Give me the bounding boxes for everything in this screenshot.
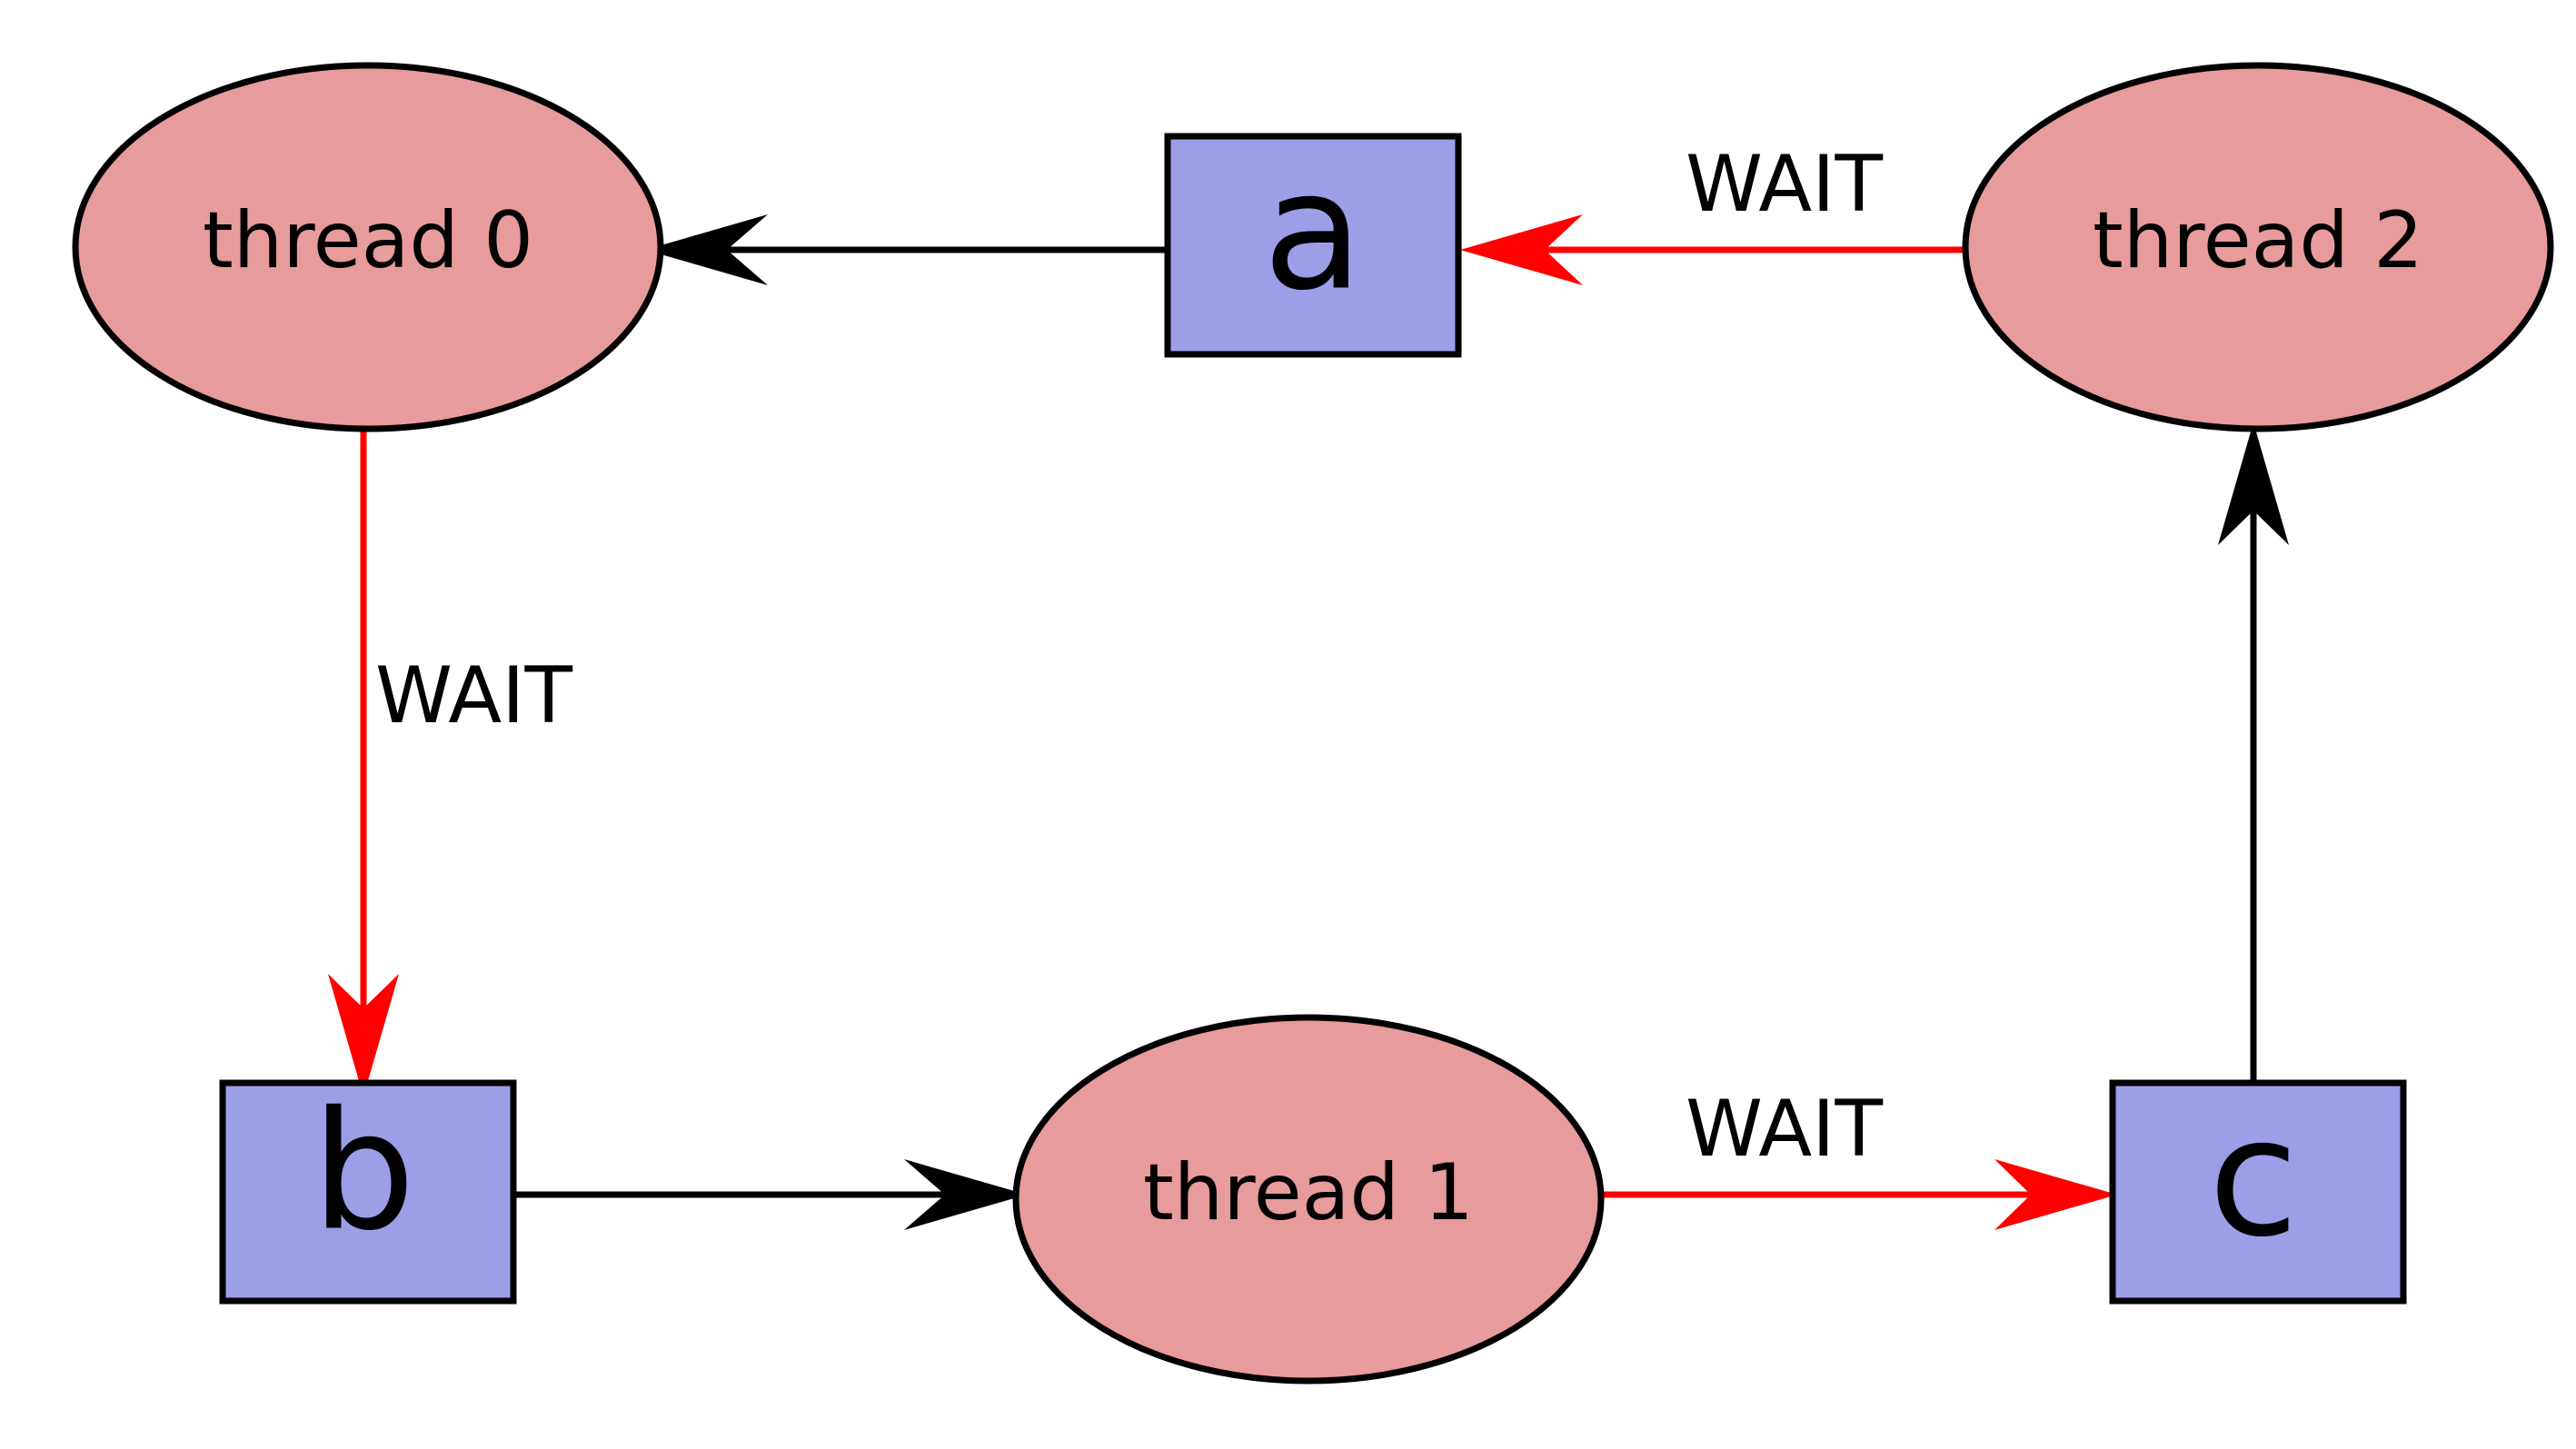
- arrowhead: [2218, 422, 2289, 545]
- thread-0-ellipse: [72, 62, 664, 432]
- thread-1-label: thread 1: [1143, 1147, 1474, 1238]
- node-resource-b: b: [219, 1077, 517, 1305]
- arrowhead: [904, 1159, 1027, 1230]
- edge-thread1-to-c: WAIT: [1599, 1084, 2117, 1230]
- edge-label: WAIT: [375, 650, 573, 741]
- edge-a-to-thread0: [645, 214, 1166, 285]
- edge-thread0-to-b: WAIT: [328, 429, 573, 1097]
- thread-1-ellipse: [1012, 1014, 1605, 1384]
- arrowhead: [328, 974, 399, 1097]
- edge-b-to-thread1: [514, 1159, 1027, 1230]
- node-thread-1: thread 1: [1012, 1014, 1605, 1384]
- thread-2-ellipse: [1962, 62, 2554, 432]
- node-thread-2: thread 2: [1962, 62, 2554, 432]
- resource-b-box: [219, 1079, 517, 1305]
- resource-a-box: [1164, 133, 1462, 358]
- edge-label: WAIT: [1686, 1084, 1884, 1175]
- node-resource-c: c: [2109, 1079, 2407, 1305]
- node-resource-a: a: [1164, 133, 1462, 358]
- thread-0-label: thread 0: [203, 195, 533, 286]
- edge-thread2-to-a: WAIT: [1460, 139, 1974, 285]
- arrowhead: [1994, 1159, 2117, 1230]
- resource-a-label: a: [1263, 137, 1363, 327]
- thread-2-label: thread 2: [2093, 195, 2423, 286]
- resource-c-label: c: [2209, 1084, 2299, 1274]
- arrowhead: [1460, 214, 1583, 285]
- edge-label: WAIT: [1686, 139, 1884, 230]
- resource-b-label: b: [312, 1077, 415, 1267]
- resource-c-box: [2109, 1079, 2407, 1305]
- node-thread-0: thread 0: [72, 62, 664, 432]
- edge-c-to-thread2: [2218, 422, 2289, 1083]
- arrowhead: [645, 214, 768, 285]
